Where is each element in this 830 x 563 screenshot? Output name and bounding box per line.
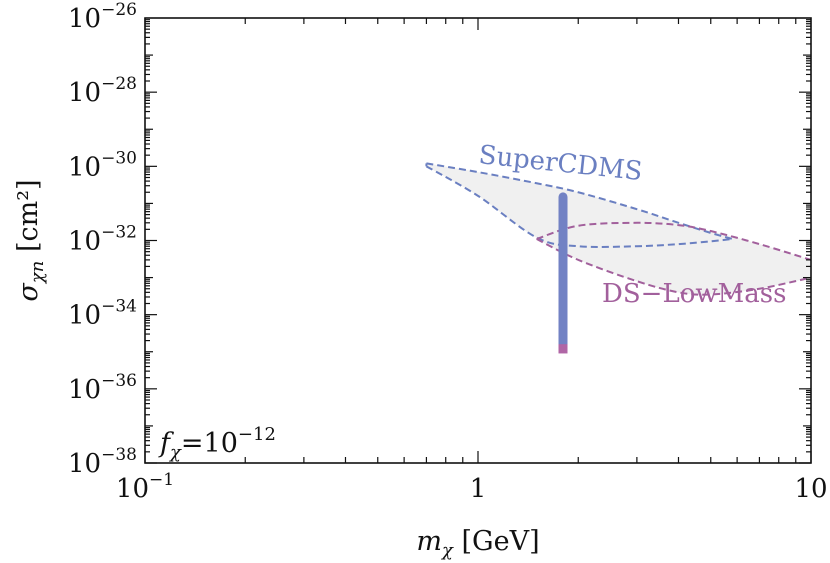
ds-lowmass-upper-line — [536, 221, 811, 261]
ds-lowmass-lower-line — [536, 238, 811, 296]
x-tick-label: 10−1 — [116, 470, 174, 504]
fraction-annotation: fχ=10−12 — [158, 424, 276, 463]
supercdms-lower-line — [425, 165, 733, 248]
x-axis-title: mχ [GeV] — [416, 526, 539, 561]
x-tick-label: 1 — [470, 474, 487, 504]
y-tick-label: 10−34 — [68, 297, 137, 331]
ds-lowmass-region — [536, 222, 811, 295]
supercdms-upper-line — [426, 162, 733, 240]
x-tick-labels: 10−1 1 10 — [116, 470, 828, 504]
y-tick-label: 10−32 — [68, 223, 137, 257]
axis-ticks — [144, 18, 812, 464]
y-axis-title: σχn [cm²] — [13, 179, 48, 301]
y-tick-label: 10−30 — [68, 148, 137, 182]
y-tick-label: 10−26 — [68, 0, 137, 34]
y-tick-labels: 10−38 10−36 10−34 10−32 10−30 10−28 10−26 — [68, 0, 137, 479]
y-tick-label: 10−28 — [68, 74, 137, 108]
plot-fills — [426, 163, 811, 295]
annotation: fχ=10−12 — [158, 424, 276, 463]
plot-lines — [425, 162, 811, 296]
y-tick-label: 10−38 — [68, 445, 137, 479]
ds-lowmass-label: DS−LowMass — [602, 279, 786, 309]
x-tick-label: 10 — [794, 474, 827, 504]
y-tick-label: 10−36 — [68, 371, 137, 405]
axis-titles: mχ [GeV] σχn [cm²] — [13, 179, 540, 561]
